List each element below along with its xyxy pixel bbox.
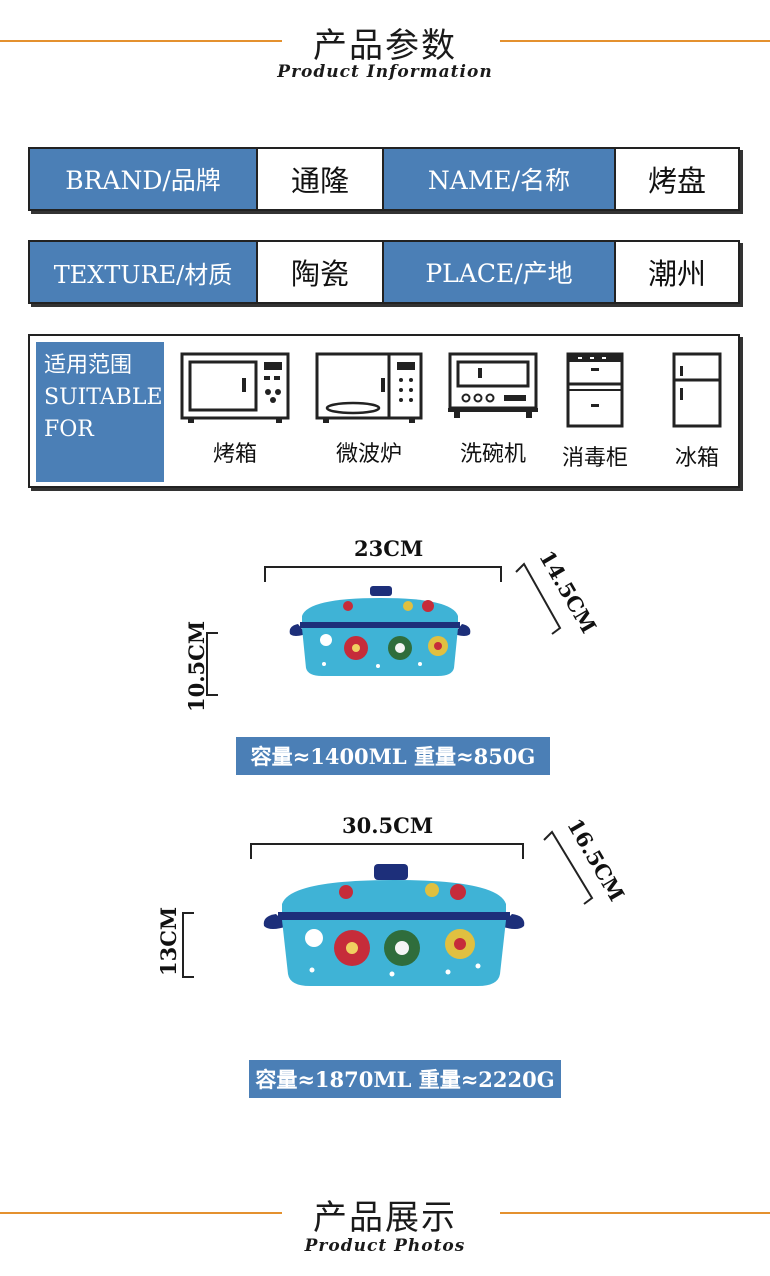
- product2-width-bracket: [250, 843, 524, 859]
- place-value: 潮州: [647, 257, 706, 291]
- product1-width-label: 23CM: [354, 536, 424, 561]
- appliance-microwave: 微波炉: [312, 352, 426, 468]
- product2-depth-bracket: [543, 830, 594, 905]
- product2-dish-image: [263, 864, 525, 986]
- param-row-brand-name: BRAND/品牌 通隆 NAME/名称 烤盘: [28, 147, 740, 211]
- footer-line-left: [0, 1212, 282, 1214]
- brand-value: 通隆: [258, 149, 384, 209]
- product1-dish-image: [289, 586, 471, 676]
- name-label: NAME/名称: [384, 149, 616, 209]
- microwave-icon: [315, 352, 423, 423]
- appliance-name-sterilizer: 消毒柜: [561, 446, 628, 471]
- texture-label: TEXTURE/材质: [30, 242, 258, 302]
- product1-depth-bracket: [515, 562, 562, 635]
- refrigerator-icon: [672, 352, 722, 428]
- product2-width-label: 30.5CM: [342, 813, 434, 838]
- appliance-sterilizer: 消毒柜: [554, 352, 636, 472]
- section-title-photos: 产品展示: [313, 1198, 457, 1238]
- section-subtitle-info: Product Information: [277, 62, 493, 82]
- texture-value: 陶瓷: [258, 242, 384, 302]
- appliance-dishwasher: 洗碗机: [444, 352, 542, 468]
- footer-line-right: [500, 1212, 770, 1214]
- suitable-label-en-2: FOR: [44, 417, 94, 442]
- oven-icon: [180, 352, 290, 423]
- appliance-oven: 烤箱: [178, 352, 292, 468]
- name-value: 烤盘: [647, 164, 706, 198]
- product2-capacity-weight: 容量≈1870ML 重量≈2220G: [249, 1060, 561, 1098]
- product2-height-bracket: [182, 912, 194, 978]
- brand-label: BRAND/品牌: [30, 149, 258, 209]
- sterilizer-cabinet-icon: [566, 352, 624, 428]
- product1-width-bracket: [264, 566, 502, 582]
- place-label: PLACE/产地: [384, 242, 616, 302]
- header-line-right: [500, 40, 770, 42]
- suitable-label-cn: 适用范围: [44, 353, 133, 378]
- section-subtitle-photos: Product Photos: [304, 1236, 466, 1256]
- header-line-left: [0, 40, 282, 42]
- suitable-label-en-1: SUITABLE: [44, 385, 163, 410]
- appliance-name-dishwasher: 洗碗机: [459, 442, 526, 467]
- appliance-name-refrigerator: 冰箱: [674, 446, 719, 471]
- appliance-name-microwave: 微波炉: [335, 442, 402, 467]
- appliance-name-oven: 烤箱: [212, 442, 257, 467]
- suitable-for-panel: 适用范围 SUITABLE FOR 烤箱 微波炉: [28, 334, 740, 488]
- suitable-for-label: 适用范围 SUITABLE FOR: [36, 342, 164, 482]
- product1-height-bracket: [206, 632, 218, 696]
- product2-height-label: 13CM: [156, 906, 181, 976]
- appliance-refrigerator: 冰箱: [656, 352, 738, 472]
- param-row-texture-place: TEXTURE/材质 陶瓷 PLACE/产地 潮州: [28, 240, 740, 304]
- section-title-info: 产品参数: [313, 26, 457, 66]
- dishwasher-icon: [448, 352, 538, 418]
- product1-capacity-weight: 容量≈1400ML 重量≈850G: [236, 737, 550, 775]
